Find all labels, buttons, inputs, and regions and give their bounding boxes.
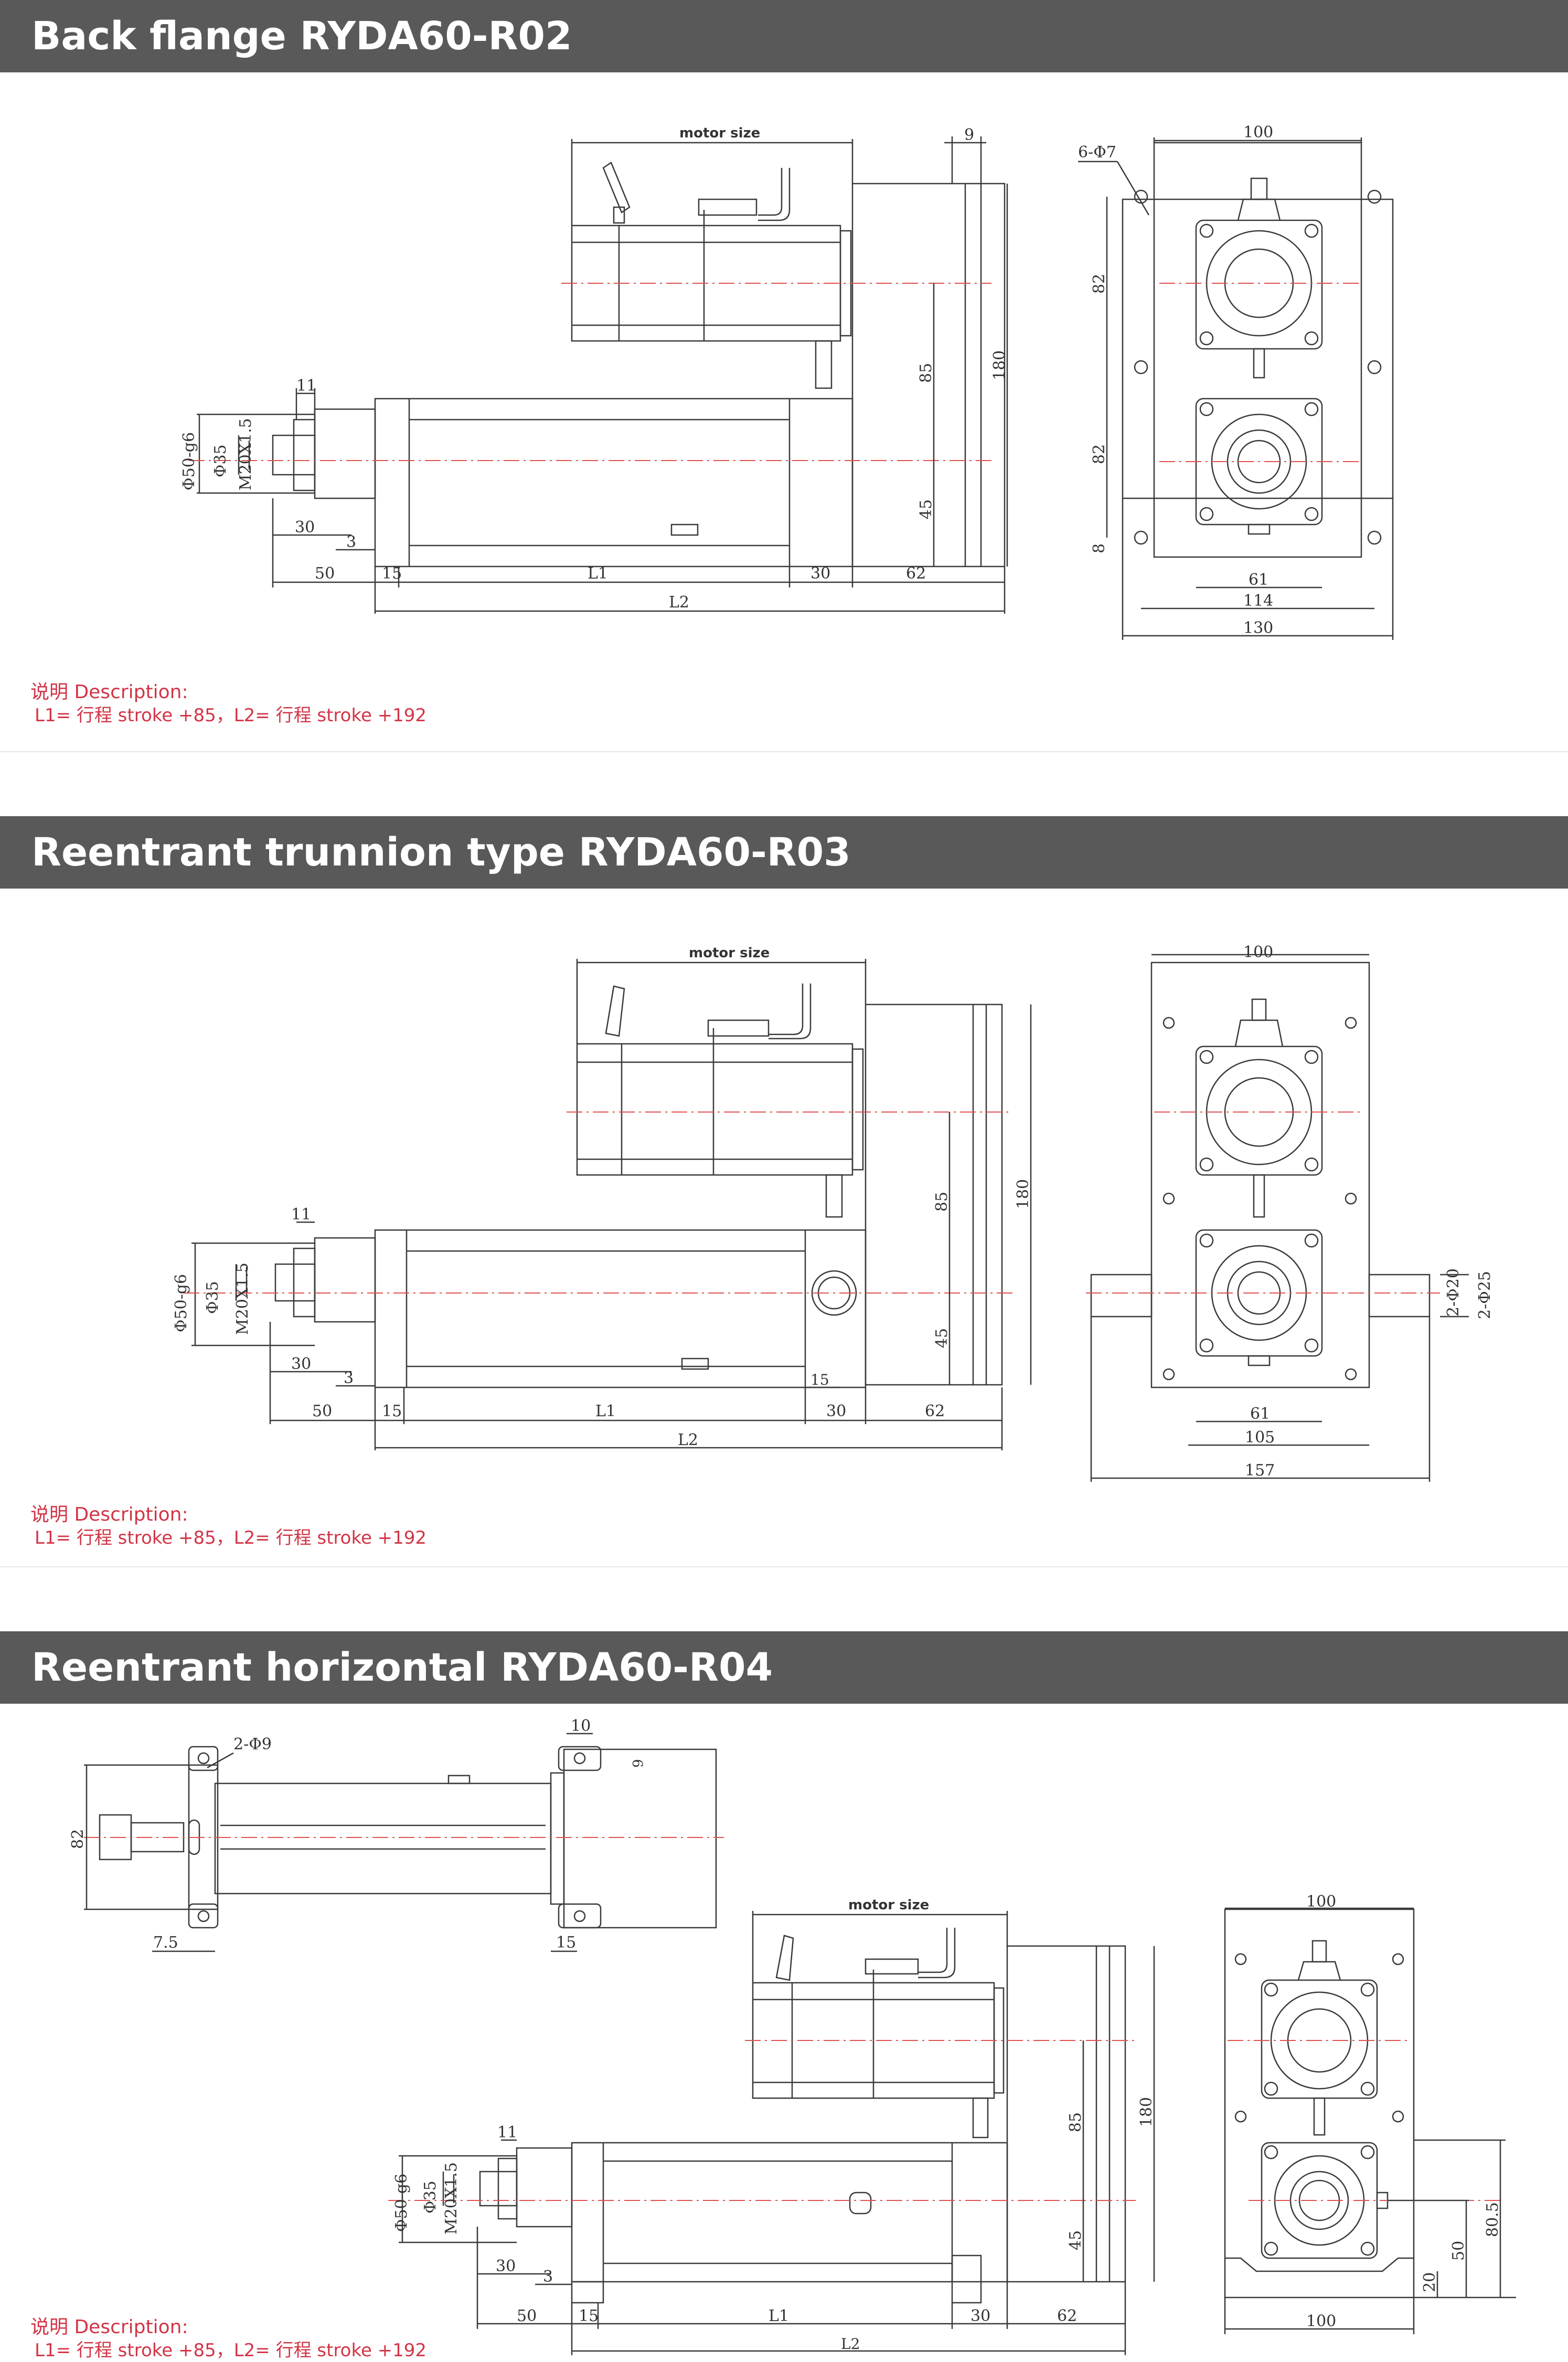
svg-text:180: 180 (1137, 2097, 1156, 2127)
svg-text:M20X1.5: M20X1.5 (233, 1263, 252, 1335)
svg-text:62: 62 (906, 564, 926, 583)
description-body: L1= 行程 stroke +85，L2= 行程 stroke +192 (35, 1527, 427, 1548)
svg-text:15: 15 (810, 1371, 829, 1388)
end-view: 100 6-Φ7 82 82 8 61 114 (1078, 123, 1394, 640)
svg-text:30: 30 (810, 564, 830, 583)
description-r03: 说明 Description: L1= 行程 stroke +85，L2= 行程… (30, 1503, 426, 1549)
svg-text:105: 105 (1245, 1428, 1275, 1447)
svg-text:50: 50 (315, 564, 335, 583)
svg-text:Φ50-g6: Φ50-g6 (180, 432, 198, 490)
drawing-r02: motor size 9 (180, 123, 1394, 640)
svg-text:82: 82 (1090, 444, 1108, 464)
svg-text:2-Φ25: 2-Φ25 (1476, 1271, 1494, 1319)
svg-text:114: 114 (1243, 592, 1273, 610)
svg-text:11: 11 (291, 1205, 311, 1224)
svg-text:180: 180 (1014, 1179, 1032, 1209)
svg-text:2-Φ20: 2-Φ20 (1444, 1268, 1463, 1317)
section-divider (0, 751, 1568, 752)
side-view: motor size 9 (180, 125, 1009, 614)
svg-text:100: 100 (1243, 943, 1273, 961)
svg-text:157: 157 (1245, 1461, 1275, 1480)
svg-text:100: 100 (1243, 123, 1273, 142)
svg-text:180: 180 (990, 350, 1009, 380)
svg-text:50: 50 (312, 1402, 332, 1420)
svg-text:Φ35: Φ35 (421, 2181, 440, 2214)
svg-text:Φ50-g6: Φ50-g6 (172, 1274, 190, 1332)
svg-text:82: 82 (1090, 274, 1108, 294)
svg-text:30: 30 (826, 1402, 846, 1420)
motor-size-label: motor size (679, 125, 760, 141)
section-divider (0, 1566, 1568, 1567)
svg-text:Φ50-g6: Φ50-g6 (392, 2174, 411, 2232)
svg-text:L2: L2 (841, 2335, 860, 2353)
svg-text:L1: L1 (588, 564, 608, 583)
section-header-r02: Back flange RYDA60-R02 (0, 0, 1568, 72)
svg-text:100: 100 (1306, 1893, 1336, 1911)
svg-text:Φ35: Φ35 (204, 1281, 222, 1314)
description-body: L1= 行程 stroke +85，L2= 行程 stroke +192 (35, 2340, 427, 2361)
svg-text:M20X1.5: M20X1.5 (237, 418, 255, 490)
svg-text:7.5: 7.5 (153, 1933, 178, 1952)
drawing-r03: motor size 85 45 (172, 943, 1494, 1482)
section-header-r04: Reentrant horizontal RYDA60-R04 (0, 1631, 1568, 1704)
end-view: 100 50 20 80.5 100 (1224, 1893, 1516, 2334)
hole-callout: 6-Φ7 (1078, 143, 1116, 162)
svg-text:3: 3 (346, 533, 356, 551)
svg-text:3: 3 (543, 2268, 553, 2286)
svg-text:3: 3 (344, 1369, 354, 1387)
svg-text:30: 30 (291, 1355, 311, 1373)
side-view: motor size 85 45 (388, 1897, 1156, 2355)
drawing-r04: 82 2-Φ9 10 9 7.5 15 motor size (69, 1717, 1516, 2355)
svg-text:L2: L2 (669, 593, 689, 612)
svg-text:20: 20 (1421, 2272, 1439, 2292)
svg-text:M20X1.5: M20X1.5 (442, 2162, 461, 2235)
svg-text:15: 15 (556, 1933, 576, 1952)
description-title: 说明 Description: (30, 1504, 188, 1525)
hole-callout: 2-Φ9 (233, 1735, 272, 1754)
svg-text:L1: L1 (595, 1402, 616, 1420)
svg-text:62: 62 (1057, 2307, 1077, 2325)
svg-text:61: 61 (1250, 1405, 1270, 1423)
svg-text:45: 45 (1066, 2230, 1085, 2250)
description-body: L1= 行程 stroke +85，L2= 行程 stroke +192 (35, 705, 427, 726)
svg-text:10: 10 (571, 1717, 591, 1735)
description-r02: 说明 Description: L1= 行程 stroke +85，L2= 行程… (30, 681, 426, 727)
svg-text:50: 50 (1449, 2241, 1468, 2261)
svg-text:85: 85 (933, 1192, 951, 1212)
motor-size-label: motor size (689, 945, 770, 961)
svg-text:45: 45 (933, 1328, 951, 1348)
svg-text:15: 15 (382, 1402, 402, 1420)
top-view: 82 2-Φ9 10 9 7.5 15 (69, 1717, 724, 1952)
svg-text:50: 50 (517, 2307, 537, 2325)
svg-text:Φ35: Φ35 (211, 444, 230, 477)
svg-text:9: 9 (631, 1759, 646, 1768)
svg-text:11: 11 (497, 2123, 517, 2142)
description-title: 说明 Description: (30, 681, 188, 703)
svg-text:9: 9 (964, 126, 974, 144)
svg-text:85: 85 (1066, 2112, 1085, 2132)
svg-text:62: 62 (925, 1402, 945, 1420)
svg-text:130: 130 (1243, 619, 1273, 637)
svg-text:30: 30 (295, 518, 315, 537)
svg-text:8: 8 (1090, 543, 1108, 553)
svg-text:45: 45 (917, 499, 935, 519)
svg-text:30: 30 (970, 2307, 990, 2325)
description-title: 说明 Description: (30, 2316, 188, 2338)
svg-text:15: 15 (579, 2307, 599, 2325)
svg-text:85: 85 (917, 363, 935, 383)
motor-size-label: motor size (848, 1897, 929, 1913)
side-view: motor size 85 45 (172, 945, 1032, 1450)
svg-text:11: 11 (296, 377, 316, 395)
svg-text:100: 100 (1306, 2312, 1336, 2331)
svg-text:L2: L2 (678, 1431, 698, 1449)
section-header-r03: Reentrant trunnion type RYDA60-R03 (0, 816, 1568, 889)
end-view: 100 2-Φ20 2-Φ25 61 105 157 (1086, 943, 1494, 1482)
svg-text:15: 15 (382, 564, 402, 583)
svg-text:82: 82 (69, 1829, 87, 1849)
svg-text:30: 30 (496, 2257, 516, 2275)
svg-text:61: 61 (1249, 571, 1268, 589)
svg-text:80.5: 80.5 (1484, 2202, 1502, 2237)
svg-text:L1: L1 (769, 2307, 789, 2325)
